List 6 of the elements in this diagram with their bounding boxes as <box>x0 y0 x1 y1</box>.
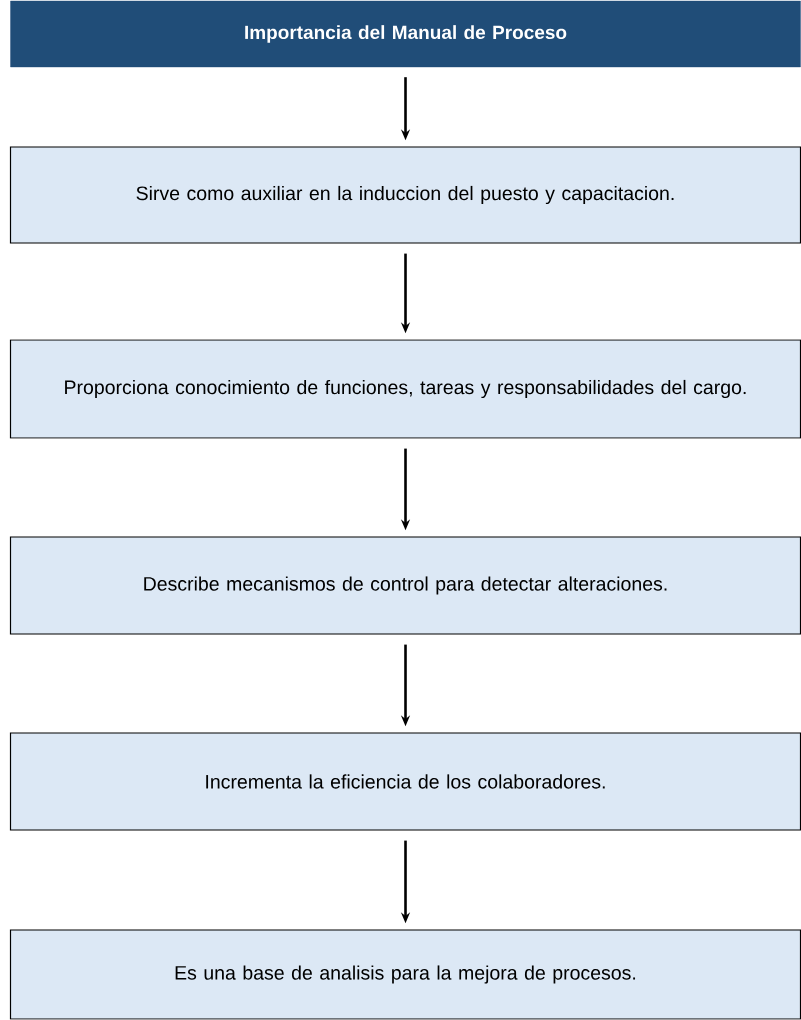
title-banner: Importancia del Manual de Proceso <box>10 0 801 68</box>
process-box: Incrementa la eficiencia de los colaboradores. <box>9 732 801 831</box>
process-box: Describe mecanismos de control para detectar alteraciones. <box>9 536 801 635</box>
process-box: Sirve como auxiliar en la induccion del puesto y capacitacion. <box>9 146 801 244</box>
process-box: Proporciona conocimiento de funciones, tareas y responsabilidades del cargo. <box>9 339 801 439</box>
process-box: Es una base de analisis para la mejora de procesos. <box>9 929 801 1020</box>
